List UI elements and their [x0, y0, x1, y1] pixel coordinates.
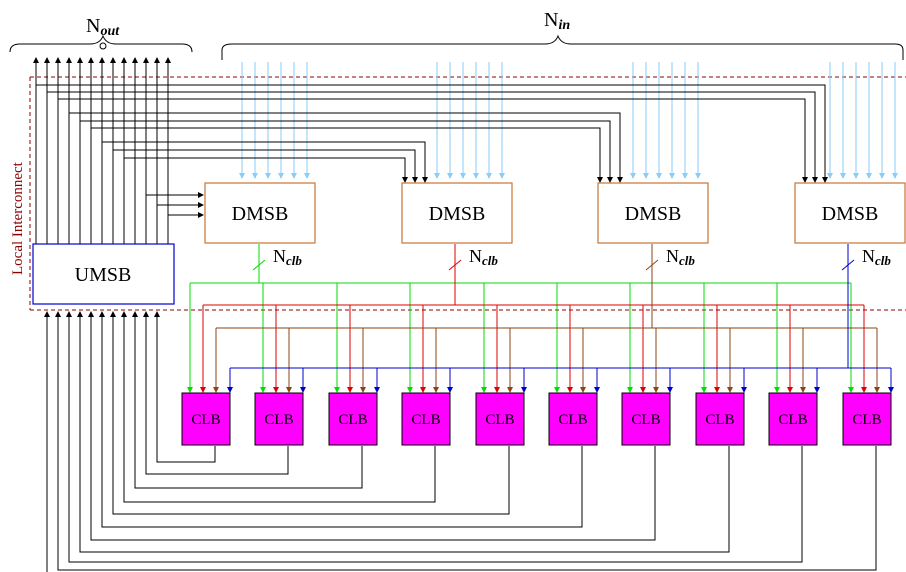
boxes-layer: DMSB DMSB DMSB DMSB UMSB CLB CLB CLB CLB CLB CLB CL…	[32, 182, 906, 446]
clb-box	[181, 392, 231, 446]
clb-feedback-line	[121, 311, 436, 503]
clb-label: CLB	[411, 412, 440, 428]
n-clb-label: Nclb	[469, 246, 498, 268]
clb-feedback-line	[99, 311, 583, 528]
dmsb-feed-line	[91, 127, 603, 183]
clb-feedback-line	[88, 311, 656, 541]
n-out-label: Nout	[86, 15, 120, 39]
clb-block: CLB	[181, 392, 231, 446]
dmsb-feed-line	[113, 149, 418, 183]
n-clb-label: Nclb	[273, 246, 302, 268]
clb-label: CLB	[264, 412, 293, 428]
clb-label: CLB	[485, 412, 514, 428]
dmsb-label: DMSB	[232, 203, 289, 225]
wires-layer: Nclb Nclb Nclb Nclb	[33, 57, 898, 572]
clb-block: CLB	[475, 392, 525, 446]
dmsb-box	[401, 182, 513, 244]
bus-width-slash	[841, 259, 855, 271]
dmsb-feed-line	[69, 112, 623, 183]
clb-label: CLB	[705, 412, 734, 428]
bus-width-slash	[645, 259, 659, 271]
clb-block: CLB	[401, 392, 451, 446]
clb-box	[401, 392, 451, 446]
n-in-brace	[221, 34, 904, 60]
clb-block: CLB	[621, 392, 671, 446]
dmsb-feed-line	[36, 84, 828, 183]
dmsb-box	[204, 182, 316, 244]
umsb-block: UMSB	[32, 243, 175, 305]
clb-feedback-line	[154, 311, 216, 463]
clb-block: CLB	[254, 392, 304, 446]
clb-label: CLB	[338, 412, 367, 428]
dmsb-block: DMSB	[794, 182, 906, 244]
n-clb-label: Nclb	[862, 246, 891, 268]
dmsb-label: DMSB	[625, 203, 682, 225]
clb-box	[548, 392, 598, 446]
dmsb-block: DMSB	[401, 182, 513, 244]
dmsb-label: DMSB	[429, 203, 486, 225]
clb-block: CLB	[768, 392, 818, 446]
clb-feedback-line	[143, 311, 289, 475]
clb-block: CLB	[548, 392, 598, 446]
clb-block: CLB	[328, 392, 378, 446]
clb-label: CLB	[631, 412, 660, 428]
umsb-box	[32, 243, 175, 305]
clb-block: CLB	[842, 392, 892, 446]
clb-block: CLB	[695, 392, 745, 446]
local-interconnect-region	[29, 76, 906, 311]
umsb-label: UMSB	[75, 264, 132, 286]
bus-width-slash	[448, 259, 462, 271]
local-interconnect-label: Local Interconnect	[10, 161, 26, 275]
dmsb-box	[794, 182, 906, 244]
clb-label: CLB	[852, 412, 881, 428]
n-clb-label: Nclb	[666, 246, 695, 268]
clb-box	[254, 392, 304, 446]
clb-feedback-line	[66, 311, 803, 563]
clb-box	[768, 392, 818, 446]
dmsb-feed-line	[80, 120, 613, 183]
dmsb-label: DMSB	[822, 203, 879, 225]
dmsb-block: DMSB	[597, 182, 709, 244]
dmsb-feed-line	[58, 98, 808, 183]
n-in-label: Nin	[544, 9, 570, 33]
dmsb-feed-line	[102, 141, 428, 183]
clb-box	[842, 392, 892, 446]
clb-feedback-line	[55, 311, 877, 571]
clb-feedback-line	[132, 311, 363, 489]
bus-width-slash	[252, 259, 266, 271]
clb-label: CLB	[191, 412, 220, 428]
n-out-brace	[9, 34, 193, 53]
dmsb-feed-line	[47, 91, 818, 183]
clb-box	[475, 392, 525, 446]
clb-box	[328, 392, 378, 446]
clb-label: CLB	[778, 412, 807, 428]
clb-box	[695, 392, 745, 446]
dmsb-box	[597, 182, 709, 244]
clb-label: CLB	[558, 412, 587, 428]
dmsb-feed-line	[124, 157, 408, 183]
clb-box	[621, 392, 671, 446]
clb-feedback-line	[110, 311, 510, 515]
dmsb-block: DMSB	[204, 182, 316, 244]
clb-feedback-line	[77, 311, 730, 553]
